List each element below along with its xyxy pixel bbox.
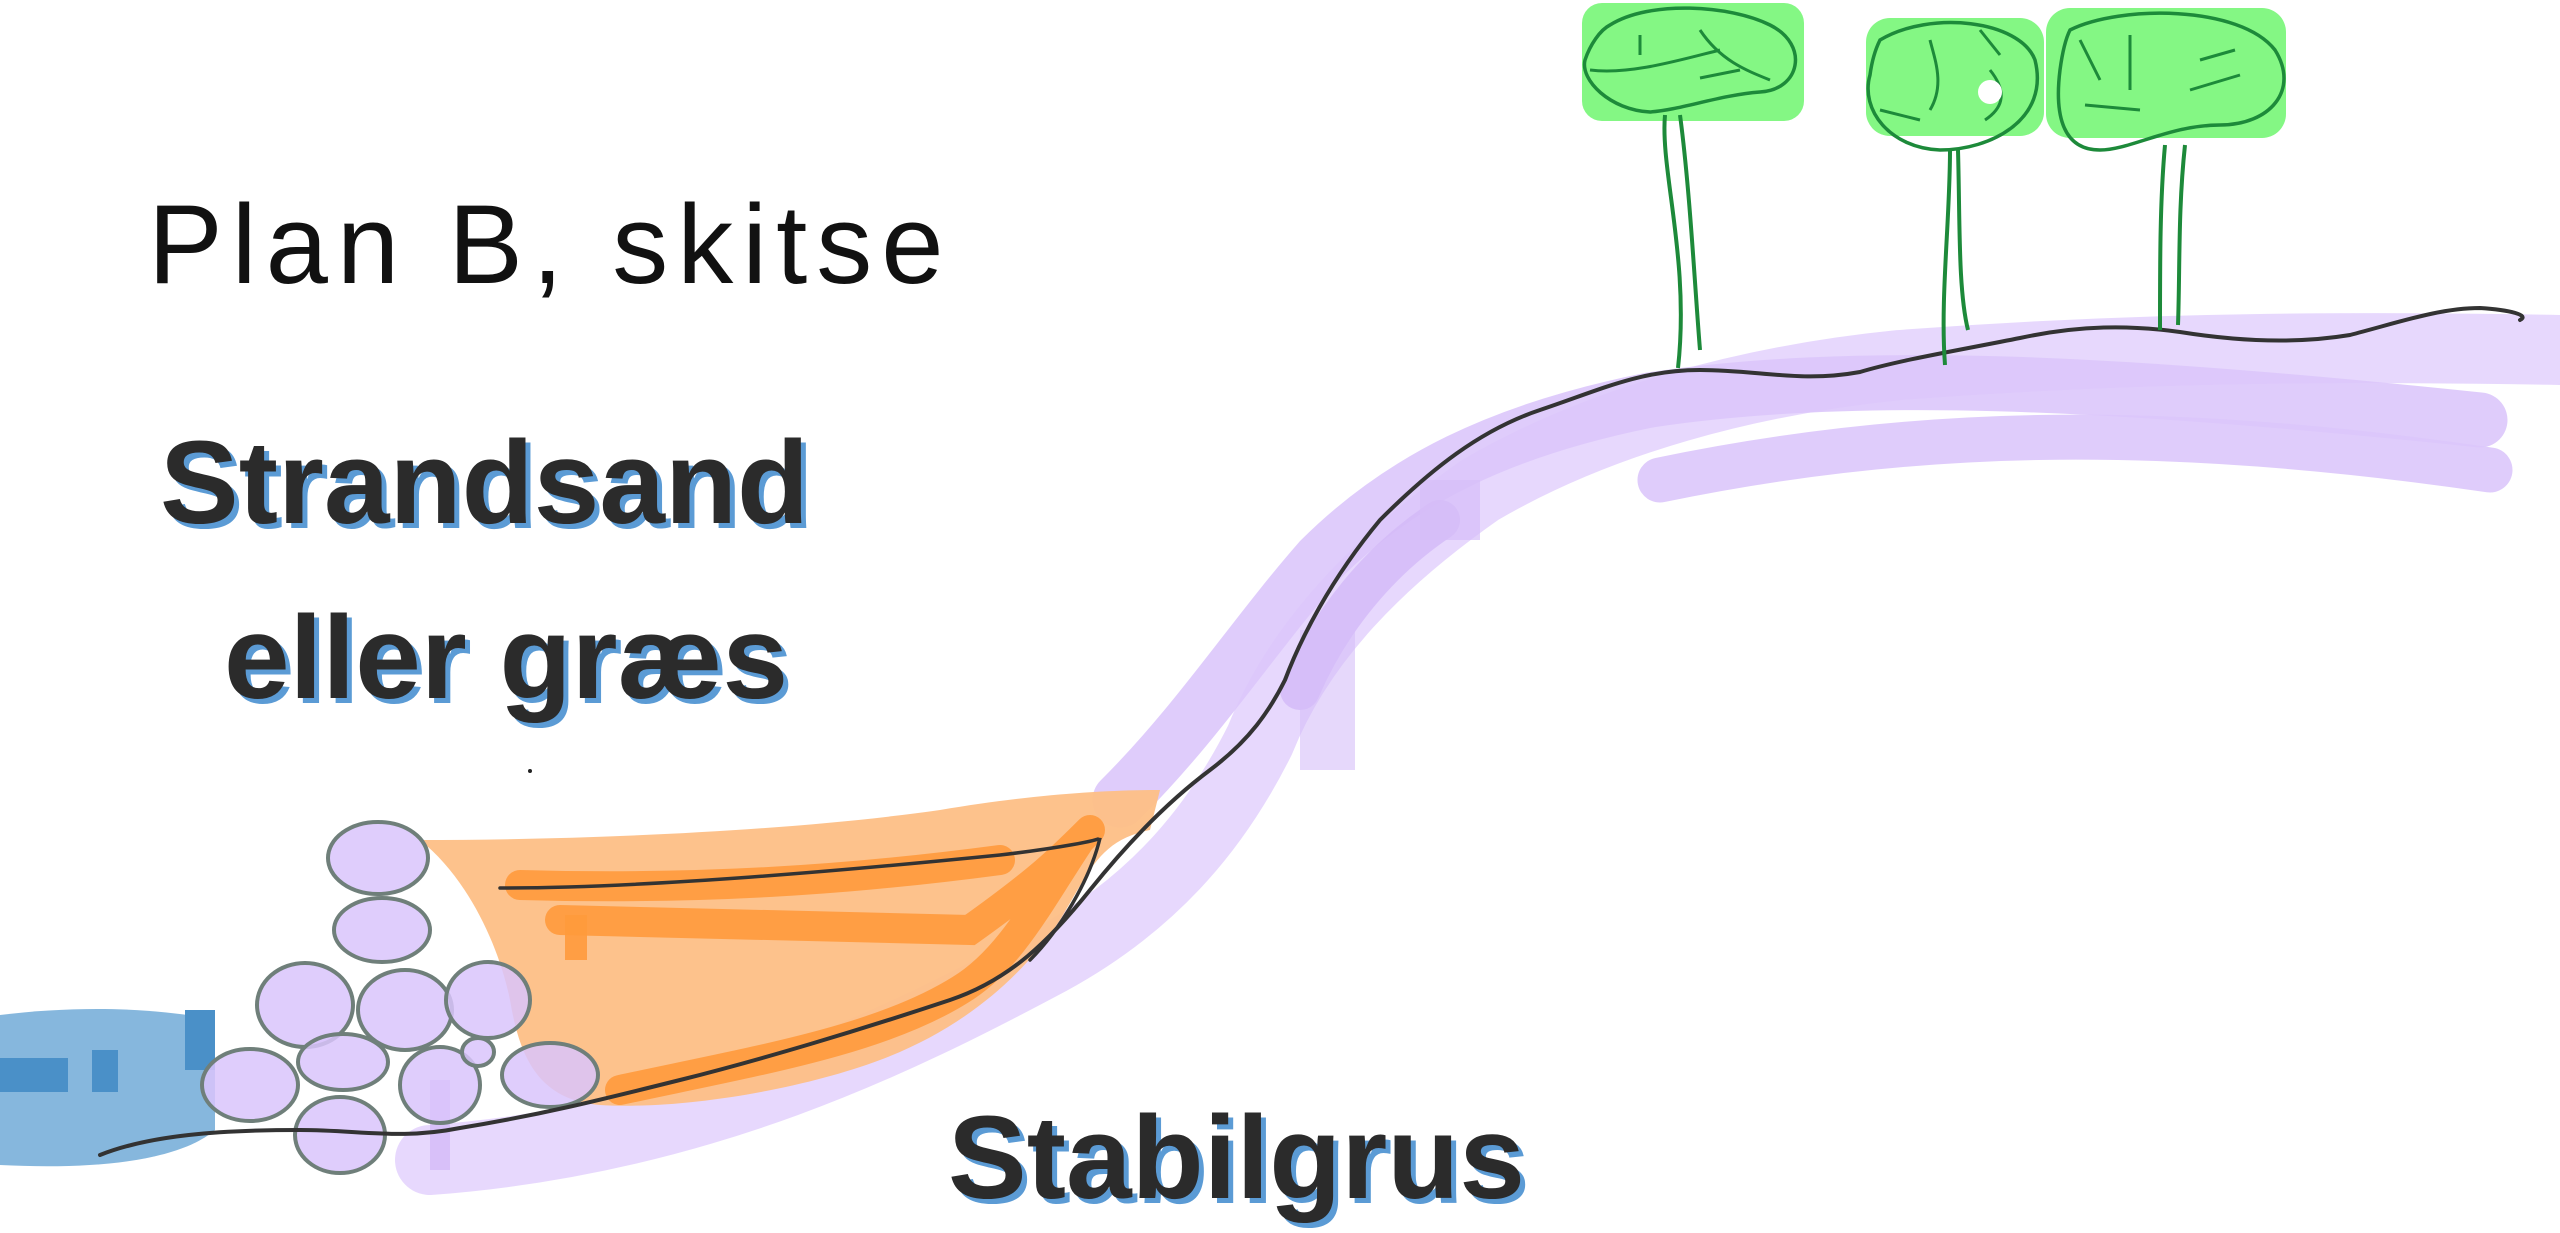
water-area xyxy=(0,1009,215,1166)
tree-icon xyxy=(2046,8,2286,330)
page-title: Plan B, skitse xyxy=(148,180,953,309)
surface-label-line1: Strandsand xyxy=(160,415,809,551)
stone-icon xyxy=(358,970,452,1050)
stone-icon xyxy=(298,1034,388,1090)
tree-icon xyxy=(1582,3,1804,368)
stone-icon xyxy=(446,962,530,1038)
stone-icon xyxy=(502,1043,598,1107)
surface-label-line2: eller græs xyxy=(224,590,788,726)
stone-icon xyxy=(328,822,428,894)
stone-icon xyxy=(462,1038,494,1066)
stone-icon xyxy=(202,1049,298,1121)
base-layer-label: Stabilgrus xyxy=(948,1090,1525,1226)
stray-dot xyxy=(528,769,532,773)
stone-icon xyxy=(334,898,430,962)
tree-icon xyxy=(1866,18,2044,365)
